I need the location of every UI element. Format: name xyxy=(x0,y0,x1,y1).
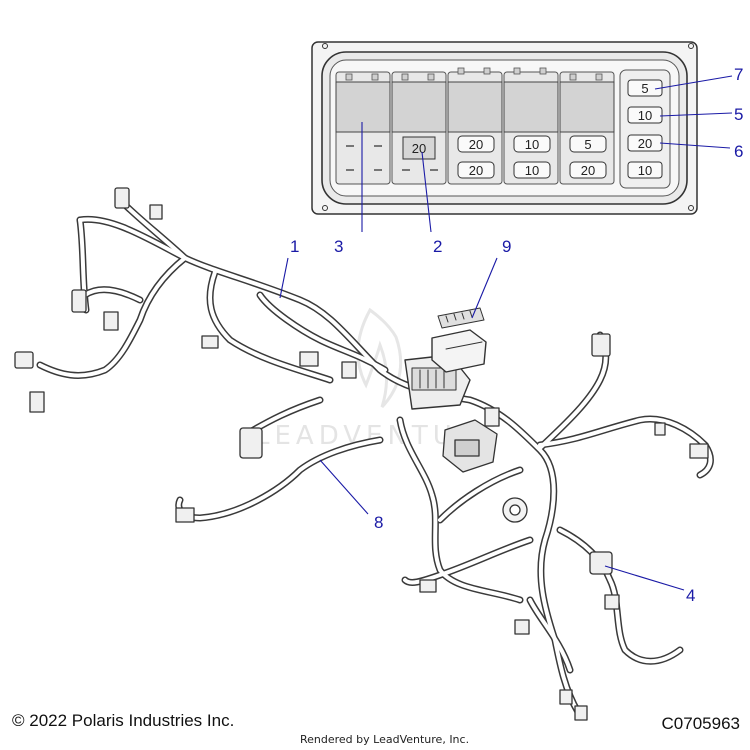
svg-text:10: 10 xyxy=(525,163,539,178)
rendered-by-notice: Rendered by LeadVenture, Inc. xyxy=(300,733,470,746)
svg-text:10: 10 xyxy=(638,108,652,123)
relay-fuse: 20 xyxy=(402,136,436,160)
callout-6: 6 xyxy=(734,142,743,161)
callouts: 1 2 3 4 5 6 7 8 9 xyxy=(290,65,743,605)
svg-text:20: 20 xyxy=(638,136,652,151)
callout-8: 8 xyxy=(374,513,383,532)
fuse-label-sheet xyxy=(437,307,485,329)
fuse-box: 20 20 10 5 20 10 20 5 10 xyxy=(311,41,698,215)
fuse-right-column: 5 10 20 10 xyxy=(619,69,671,189)
callout-2: 2 xyxy=(433,237,442,256)
callout-7: 7 xyxy=(734,65,743,84)
wire-harness xyxy=(14,187,714,721)
fuse-row-2: 20 10 20 xyxy=(457,161,607,179)
callout-9: 9 xyxy=(502,237,511,256)
fuse-box-cover xyxy=(431,329,487,373)
svg-text:20: 20 xyxy=(412,141,426,156)
svg-text:5: 5 xyxy=(641,81,648,96)
leader-lines xyxy=(279,75,733,591)
diagram-id: C0705963 xyxy=(661,714,740,733)
svg-text:20: 20 xyxy=(469,137,483,152)
callout-3: 3 xyxy=(334,237,343,256)
svg-text:20: 20 xyxy=(469,163,483,178)
svg-text:5: 5 xyxy=(584,137,591,152)
callout-4: 4 xyxy=(686,586,695,605)
connectors xyxy=(14,187,709,721)
callout-5: 5 xyxy=(734,105,743,124)
svg-text:10: 10 xyxy=(525,137,539,152)
svg-text:10: 10 xyxy=(638,163,652,178)
central-connector xyxy=(442,419,528,523)
svg-text:20: 20 xyxy=(581,163,595,178)
relays xyxy=(335,81,615,133)
copyright-notice: © 2022 Polaris Industries Inc. xyxy=(12,711,235,730)
callout-1: 1 xyxy=(290,237,299,256)
fuse-row-1: 20 10 5 xyxy=(457,135,607,153)
